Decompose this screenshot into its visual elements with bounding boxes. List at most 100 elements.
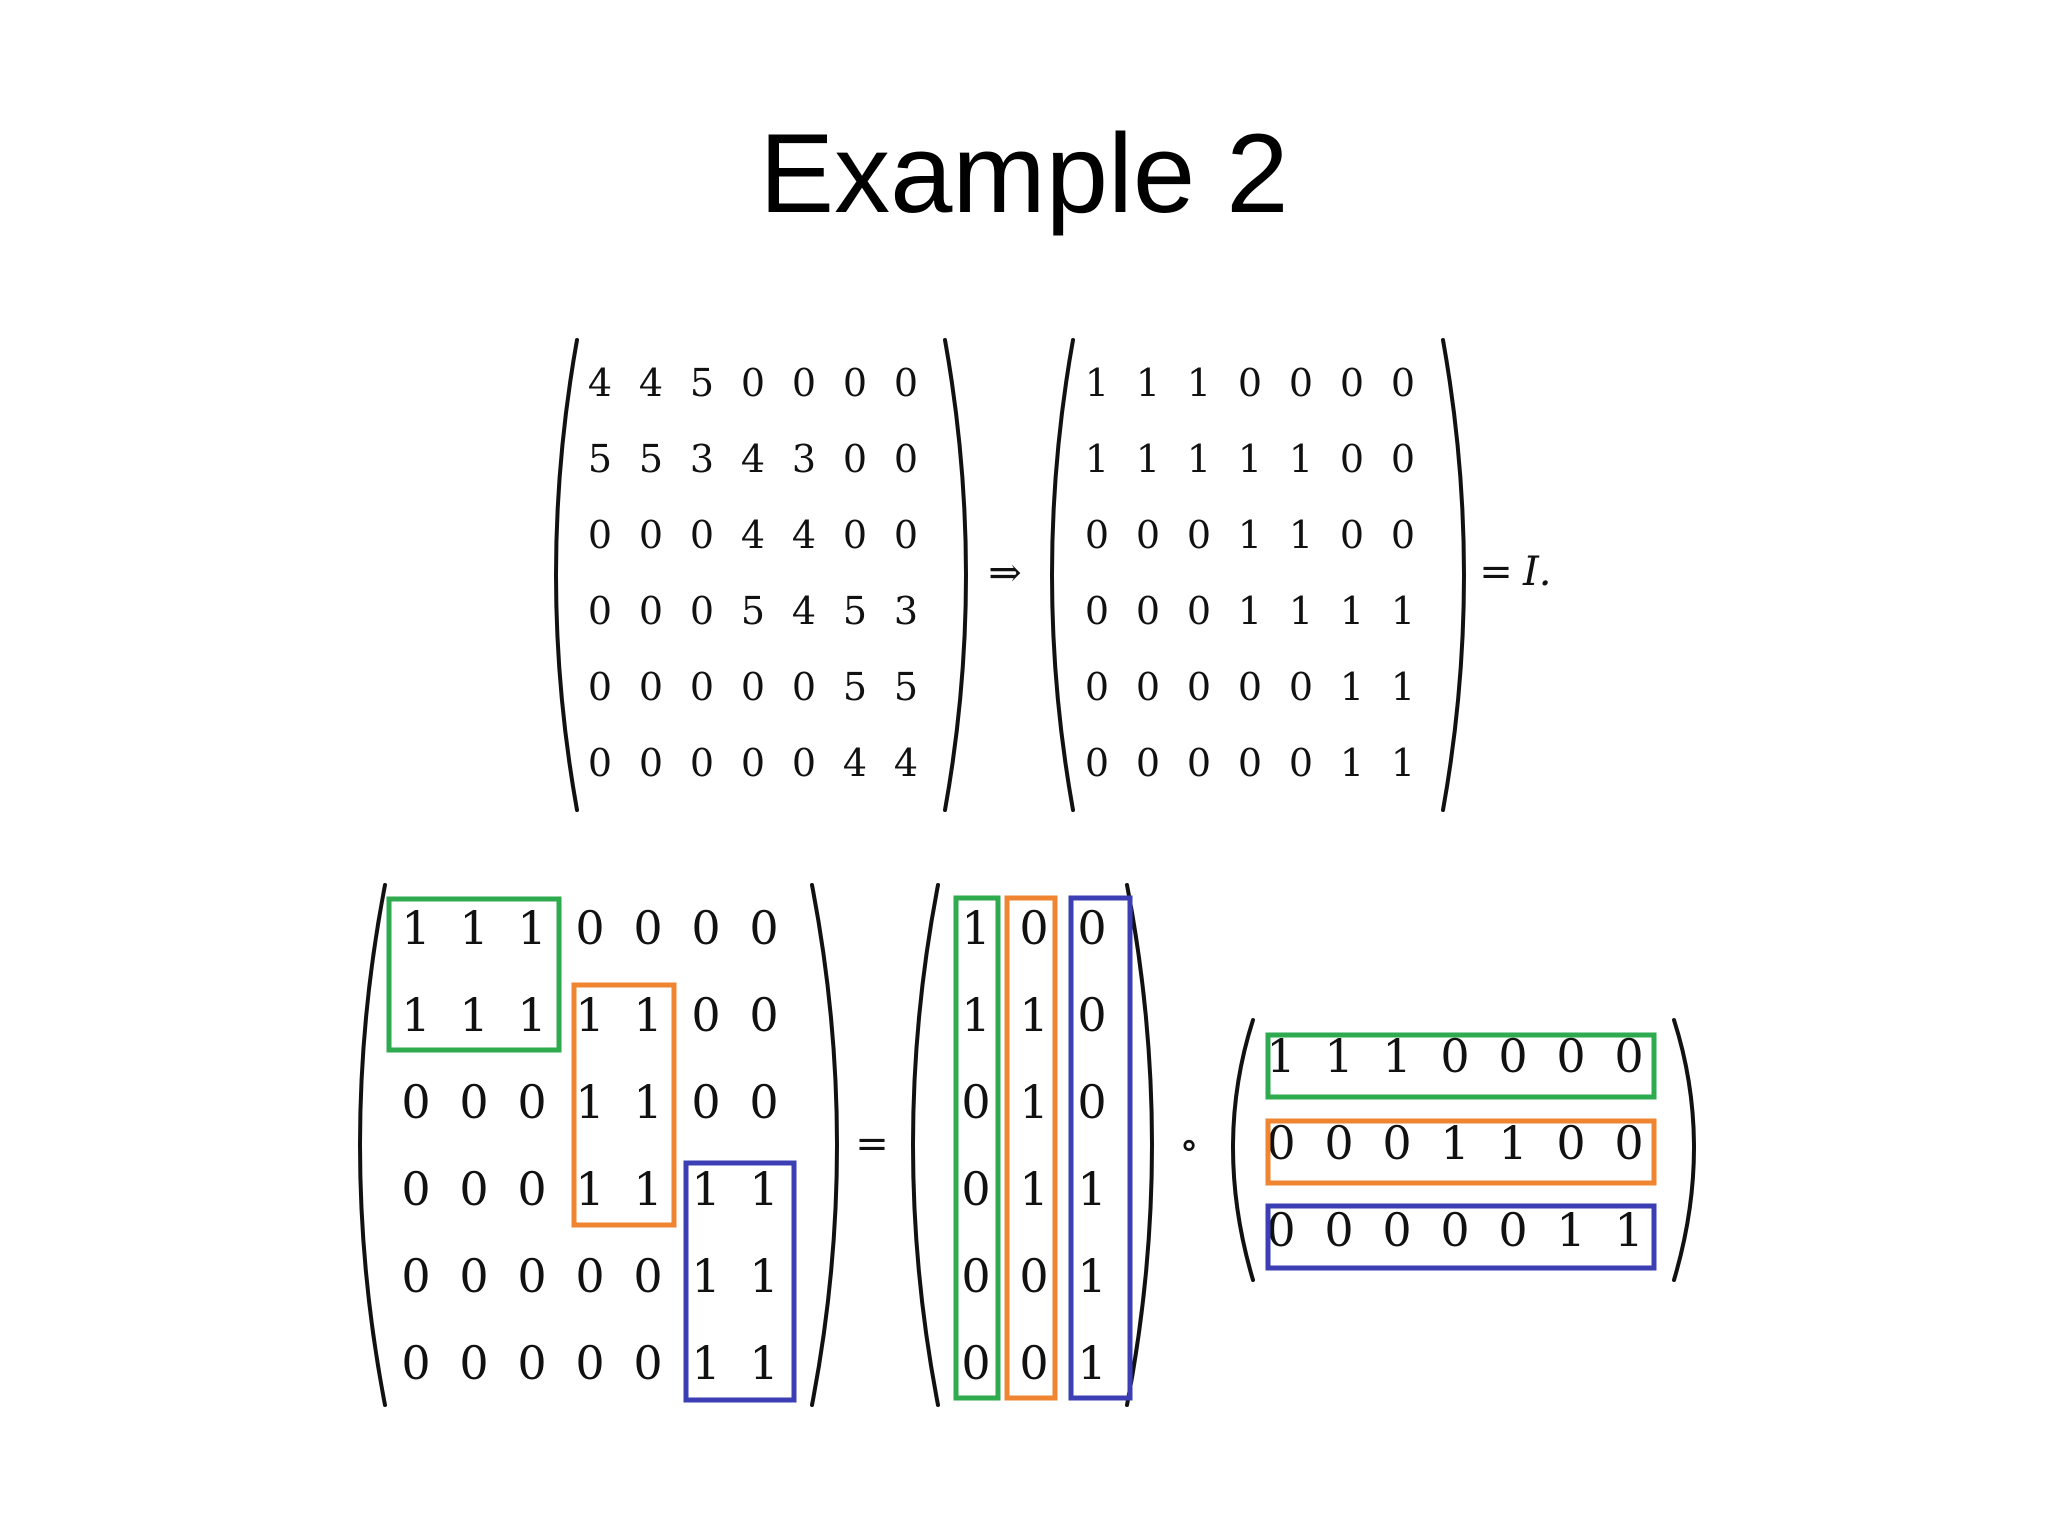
matrix-i-cell: 0 — [1187, 665, 1211, 709]
left-factor-cell: 1 — [961, 901, 990, 955]
matrix-a-cell: 5 — [843, 589, 867, 633]
matrix-a-cell: 4 — [894, 741, 918, 785]
compose-operator: ∘ — [1179, 1122, 1199, 1168]
matrix-a-cell: 4 — [741, 513, 765, 557]
matrix-i-cell: 0 — [1340, 437, 1364, 481]
matrix-a-cell: 0 — [843, 437, 867, 481]
matrix-a-cell: 0 — [639, 665, 663, 709]
left-factor-cell: 0 — [1019, 1336, 1048, 1390]
matrix-a-cell: 0 — [741, 665, 765, 709]
bottom-matrix-i-cell: 1 — [691, 1336, 720, 1390]
bottom-matrix-i-cell: 0 — [575, 901, 604, 955]
matrix-i-cell: 0 — [1238, 741, 1262, 785]
left-factor-cell: 0 — [1077, 1075, 1106, 1129]
matrix-a-right-paren — [943, 338, 968, 812]
matrix-a-cell: 5 — [588, 437, 612, 481]
matrix-i-cell: 0 — [1340, 361, 1364, 405]
right-factor-cell: 0 — [1440, 1029, 1469, 1083]
right-factor-cell: 0 — [1556, 1029, 1585, 1083]
matrix-i-cell: 1 — [1340, 665, 1364, 709]
matrix-i-cell: 0 — [1289, 741, 1313, 785]
bottom-matrix-i-cell: 1 — [575, 1162, 604, 1216]
left-factor-cell: 0 — [1077, 901, 1106, 955]
matrix-i-cell: 1 — [1187, 361, 1211, 405]
orange-block-box — [571, 982, 677, 1228]
right-factor-cell: 0 — [1382, 1203, 1411, 1257]
matrix-i-cell: 0 — [1085, 589, 1109, 633]
matrix-i-cell: 0 — [1085, 741, 1109, 785]
right-factor-cell: 0 — [1498, 1029, 1527, 1083]
bottom-matrix-i-cell: 1 — [575, 1075, 604, 1129]
matrix-a-cell: 0 — [639, 589, 663, 633]
bottom-matrix-i-cell: 0 — [749, 988, 778, 1042]
bottom-matrix-i-cell: 0 — [401, 1336, 430, 1390]
bottom-matrix-i-cell: 0 — [401, 1162, 430, 1216]
left-factor-cell: 0 — [1077, 988, 1106, 1042]
bottom-matrix-i-cell: 0 — [517, 1249, 546, 1303]
matrix-i-cell: 1 — [1238, 513, 1262, 557]
slide-title: Example 2 — [759, 111, 1289, 236]
right-factor-left-paren — [1231, 1018, 1255, 1282]
left-factor-right-paren — [1125, 883, 1154, 1407]
right-factor-cell: 0 — [1614, 1116, 1643, 1170]
bottom-matrix-i-cell: 0 — [517, 1162, 546, 1216]
bottom-matrix-right-paren — [810, 883, 839, 1407]
matrix-i-cell: 0 — [1238, 665, 1262, 709]
matrix-i-cell: 1 — [1289, 437, 1313, 481]
right-factor-cell: 0 — [1440, 1203, 1469, 1257]
matrix-i-cell: 0 — [1391, 437, 1415, 481]
matrix-a-cell: 0 — [741, 741, 765, 785]
matrix-i-cell: 1 — [1187, 437, 1211, 481]
bottom-matrix-i-cell: 0 — [517, 1075, 546, 1129]
left-factor-left-paren — [911, 883, 940, 1407]
matrix-i-cell: 0 — [1391, 513, 1415, 557]
matrix-a-cell: 5 — [639, 437, 663, 481]
matrix-i-cell: 0 — [1391, 361, 1415, 405]
right-factor-cell: 1 — [1266, 1029, 1295, 1083]
matrix-i-cell: 1 — [1238, 437, 1262, 481]
matrix-a-cell: 0 — [588, 665, 612, 709]
matrix-a-cell: 5 — [843, 665, 867, 709]
right-factor-cell: 0 — [1324, 1203, 1353, 1257]
bottom-matrix-i-cell: 0 — [459, 1249, 488, 1303]
green-column-box — [953, 895, 1001, 1401]
matrix-i-cell: 0 — [1187, 741, 1211, 785]
equals-sign-bottom: = — [855, 1121, 889, 1167]
matrix-i-cell: 1 — [1136, 361, 1160, 405]
matrix-i-cell: 0 — [1136, 589, 1160, 633]
matrix-a-cell: 5 — [894, 665, 918, 709]
left-factor-cell: 1 — [1077, 1249, 1106, 1303]
left-factor-cell: 0 — [961, 1162, 990, 1216]
matrix-i-cell: 0 — [1289, 665, 1313, 709]
matrix-i-cell: 1 — [1238, 589, 1262, 633]
matrix-a-cell: 3 — [690, 437, 714, 481]
matrix-i-cell: 1 — [1085, 437, 1109, 481]
matrix-i-cell: 0 — [1187, 589, 1211, 633]
right-factor-cell: 1 — [1324, 1029, 1353, 1083]
matrix-a-left-paren — [554, 338, 579, 812]
bottom-matrix-i-cell: 0 — [401, 1249, 430, 1303]
blue-block-box — [683, 1160, 797, 1403]
matrix-a-cell: 0 — [843, 361, 867, 405]
left-factor-cell: 1 — [1019, 988, 1048, 1042]
matrix-i-cell: 1 — [1340, 589, 1364, 633]
left-factor-cell: 1 — [1019, 1075, 1048, 1129]
bottom-matrix-i-cell: 1 — [749, 1249, 778, 1303]
right-factor-cell: 1 — [1440, 1116, 1469, 1170]
matrix-a-cell: 0 — [588, 589, 612, 633]
matrix-i-cell: 0 — [1340, 513, 1364, 557]
bottom-matrix-i-cell: 1 — [401, 901, 430, 955]
matrix-i-cell: 1 — [1391, 589, 1415, 633]
bottom-matrix-i-cell: 1 — [749, 1336, 778, 1390]
matrix-a-cell: 0 — [792, 361, 816, 405]
matrix-i-cell: 0 — [1238, 361, 1262, 405]
matrix-a-cell: 4 — [639, 361, 663, 405]
matrix-i-cell: 0 — [1187, 513, 1211, 557]
matrix-a-cell: 0 — [690, 665, 714, 709]
equals-sign: = — [1479, 549, 1513, 595]
matrix-a-cell: 4 — [741, 437, 765, 481]
